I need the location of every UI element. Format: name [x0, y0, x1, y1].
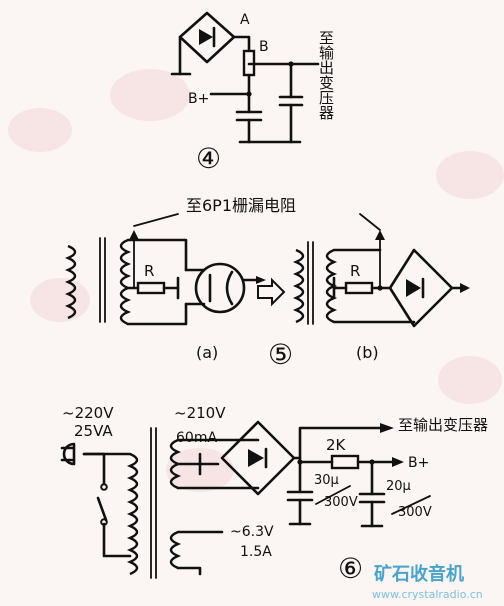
power-plug [60, 442, 76, 466]
current-label: 60mA [176, 430, 217, 446]
figure-number-4: ④ [196, 142, 221, 175]
c1-voltage-label: 300V [324, 495, 358, 510]
figure-number-5: ⑤ [268, 338, 293, 371]
vacuum-tube [194, 262, 246, 314]
resistor-r-b [344, 281, 374, 295]
c2-voltage-label: 300V [398, 505, 432, 520]
filament-current-label: 1.5A [240, 544, 272, 560]
watermark-name: 矿石收音机 [374, 563, 464, 585]
secondary-voltage-label: ~210V [174, 404, 226, 422]
watermark-url: www.crystalradio.cn [372, 588, 483, 601]
mains-voltage-label: ~220V [62, 404, 114, 422]
subfigure-label-b: (b) [356, 343, 379, 362]
bplus-label: B+ [408, 455, 429, 471]
diode-symbol [199, 29, 213, 45]
power-switch [96, 496, 108, 522]
figure-4: A B B+ 至输出变压器 ④ [170, 11, 335, 175]
grid-leak-resistor-title: 至6P1栅漏电阻 [186, 196, 296, 215]
power-rating-label: 25VA [74, 422, 113, 440]
resistor-r-a [136, 281, 166, 295]
to-output-transformer-label: 至输出变压器 [317, 30, 335, 120]
label-r-a: R [144, 262, 154, 280]
label-bplus: B+ [188, 91, 209, 107]
figure-5: 至6P1栅漏电阻 [64, 196, 470, 371]
c2-capacitance-label: 20μ [386, 479, 411, 494]
figure-5b: R (b) [292, 213, 470, 362]
watermark-logo: 矿石收音机 www.crystalradio.cn [372, 563, 483, 601]
c1-capacitance-label: 30μ [314, 473, 339, 488]
figure-number-6: ⑥ [338, 552, 363, 585]
diode-symbol-b [406, 279, 421, 297]
filament-voltage-label: ~6.3V [230, 524, 274, 540]
figure-6: ~220V 25VA ~210V 60mA 至输出变压器 [60, 404, 488, 585]
label-a: A [240, 12, 250, 28]
resistor-2k [330, 454, 360, 470]
label-r-b: R [350, 262, 360, 280]
diode-symbol-6 [248, 449, 264, 467]
subfigure-label-a: (a) [196, 343, 218, 362]
label-b: B [259, 39, 269, 55]
bridge-rectifier [178, 11, 236, 64]
to-output-transformer-label-6: 至输出变压器 [398, 416, 488, 434]
resistor-value-label: 2K [326, 436, 347, 454]
transition-arrow [257, 277, 286, 307]
figure-5a: R (a) [64, 213, 286, 362]
